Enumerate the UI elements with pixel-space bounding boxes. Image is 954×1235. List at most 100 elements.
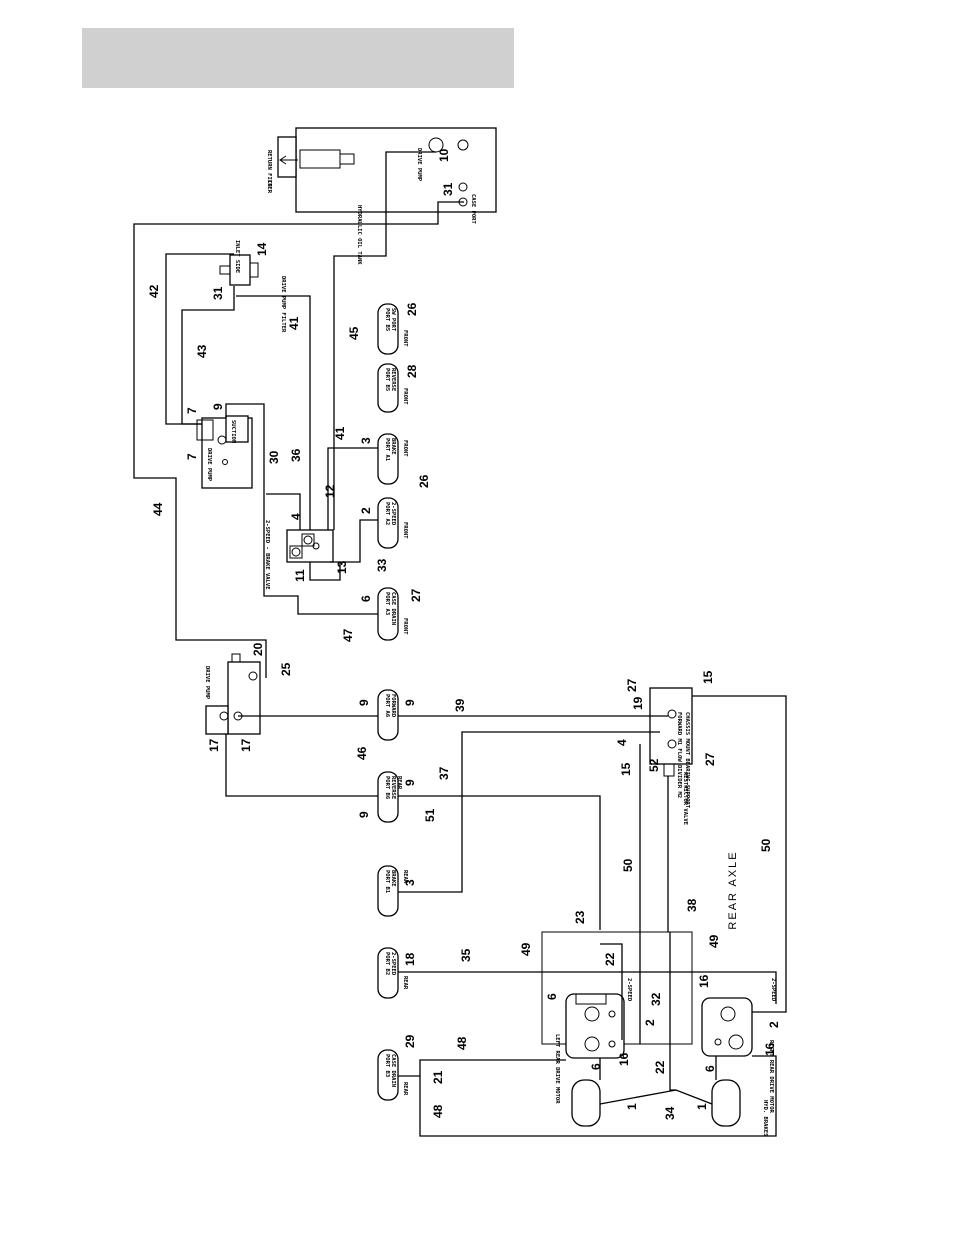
callout-31: 31: [441, 182, 455, 196]
svg-text:REAR: REAR: [396, 776, 402, 790]
callout-48: 48: [431, 1104, 445, 1118]
callout-22: 22: [653, 1060, 667, 1074]
callout-6: 6: [359, 595, 373, 602]
callout-9: 9: [403, 699, 417, 706]
port-b5-sw: PORT B5 SW PORT FRONT: [377, 303, 408, 355]
callout-13: 13: [335, 560, 349, 574]
svg-text:2-SPEED: 2-SPEED: [390, 952, 396, 976]
svg-text:CASE DRAIN: CASE DRAIN: [390, 1054, 396, 1087]
callout-12: 12: [323, 484, 337, 498]
left-motor-label: LEFT REAR DRIVE MOTOR: [554, 1034, 560, 1104]
callout-29: 29: [403, 1034, 417, 1048]
callout-47: 47: [341, 628, 355, 642]
port-a6-forward: PORT A6 FORWARD: [377, 689, 399, 741]
port-a1-brake-front: PORT A1 BRAKE FRONT: [377, 433, 408, 485]
callout-17: 17: [239, 738, 253, 752]
svg-text:PORT B1: PORT B1: [384, 870, 390, 894]
callout-16: 16: [763, 1042, 777, 1056]
callout-37: 37: [437, 766, 451, 780]
svg-text:REVERSE: REVERSE: [390, 368, 396, 391]
in-label: IN: [266, 180, 272, 187]
port-b2-2speed-rear: PORT B2 2-SPEED REAR: [377, 947, 408, 999]
right-rear-drive-motor: RIGHT REAR DRIVE MOTOR 2-SPEED: [701, 978, 776, 1114]
header-band: [82, 28, 514, 88]
inlet-side-label: INLET SIDE: [234, 240, 240, 273]
callout-41: 41: [287, 316, 301, 330]
restrictor-valve-label: RESTRICTOR VALVE: [682, 772, 688, 825]
callout-48: 48: [455, 1036, 469, 1050]
callout-34: 34: [663, 1106, 677, 1120]
brake-valve-label: 2-SPEED - BRAKE VALVE: [264, 520, 270, 590]
two-speed-left-label: 2-SPEED: [626, 978, 632, 1002]
callout-3: 3: [403, 879, 417, 886]
left-rear-drive-motor: LEFT REAR DRIVE MOTOR 2-SPEED: [554, 978, 632, 1104]
callout-6: 6: [545, 993, 559, 1000]
callout-38: 38: [685, 898, 699, 912]
callout-44: 44: [151, 502, 165, 516]
svg-text:PORT A2: PORT A2: [384, 502, 390, 525]
svg-text:PORT B3: PORT B3: [384, 1054, 390, 1077]
callout-16: 16: [697, 974, 711, 988]
svg-text:REAR: REAR: [402, 976, 408, 990]
callout-15: 15: [619, 762, 633, 776]
callout-4: 4: [615, 739, 629, 746]
svg-text:PORT B2: PORT B2: [384, 952, 390, 975]
return-filter: RETURN FILTER IN: [266, 136, 355, 194]
brake-valve: 2-SPEED - BRAKE VALVE: [264, 520, 334, 590]
callout-46: 46: [355, 746, 369, 760]
callout-50: 50: [621, 858, 635, 872]
svg-text:PORT A1: PORT A1: [384, 438, 390, 462]
svg-text:BRAKE: BRAKE: [390, 438, 396, 455]
svg-text:REAR: REAR: [402, 870, 408, 884]
two-speed-right-label: 2-SPEED: [770, 978, 776, 1002]
svg-text:FRONT: FRONT: [402, 330, 408, 347]
svg-text:FRONT: FRONT: [402, 388, 408, 405]
callout-3: 3: [359, 437, 373, 444]
callout-2: 2: [359, 507, 373, 514]
callout-9: 9: [357, 699, 371, 706]
callout-1: 1: [695, 1103, 709, 1110]
callout-49: 49: [519, 942, 533, 956]
svg-text:PORT B5: PORT B5: [384, 368, 390, 391]
callout-19: 19: [631, 696, 645, 710]
callout-18: 18: [403, 952, 417, 966]
callout-6: 6: [703, 1065, 717, 1072]
main-drive-pump-label: DRIVE PUMP: [204, 666, 210, 700]
svg-text:BRAKE: BRAKE: [390, 870, 396, 887]
callout-31: 31: [211, 286, 225, 300]
suction-label: SUCTION: [230, 420, 236, 443]
callout-2: 2: [643, 1019, 657, 1026]
port-a2-2speed-front: PORT A2 2-SPEED FRONT: [377, 497, 408, 549]
svg-text:FRONT: FRONT: [402, 440, 408, 457]
flow-divider: FORWARD M1 FLOW DIVIDER M2 CHASSIS MOUNT…: [649, 687, 693, 825]
svg-text:REVERSE: REVERSE: [390, 776, 396, 799]
svg-text:2-SPEED: 2-SPEED: [390, 502, 396, 526]
right-motor-label: RIGHT REAR DRIVE MOTOR: [768, 1040, 774, 1114]
hyd-brakes-label: HYD. BRAKES: [762, 1100, 768, 1136]
svg-text:PORT A3: PORT A3: [384, 592, 390, 615]
callout-33: 33: [375, 558, 389, 572]
callout-10: 10: [437, 148, 451, 162]
callouts: 10 31 14 31 42 41 45 43 26 28 7 9 7 30 3…: [147, 148, 781, 1120]
callout-52: 52: [647, 758, 661, 772]
callout-43: 43: [195, 344, 209, 358]
port-b5-reverse: PORT B5 REVERSE FRONT: [377, 363, 408, 413]
callout-28: 28: [405, 364, 419, 378]
callout-1: 1: [625, 1103, 639, 1110]
callout-11: 11: [293, 569, 307, 582]
callout-41: 41: [333, 426, 347, 440]
callout-26: 26: [417, 474, 431, 488]
hydraulic-oil-tank: HYDRAULIC OIL TANK DRIVE PUMP CASE PORT: [295, 127, 497, 265]
callout-21: 21: [431, 1070, 445, 1084]
callout-7: 7: [185, 453, 199, 460]
aux-drive-pump: DRIVE PUMP SUCTION: [196, 415, 253, 489]
hose-lines: [133, 151, 787, 1137]
svg-text:FRONT: FRONT: [402, 618, 408, 635]
port-a3-case-drain-front: PORT A3 CASE DRAIN FRONT: [377, 587, 408, 641]
callout-16: 16: [617, 1052, 631, 1066]
callout-27: 27: [625, 678, 639, 692]
callout-17: 17: [207, 738, 221, 752]
callout-9: 9: [211, 403, 225, 410]
callout-49: 49: [707, 934, 721, 948]
